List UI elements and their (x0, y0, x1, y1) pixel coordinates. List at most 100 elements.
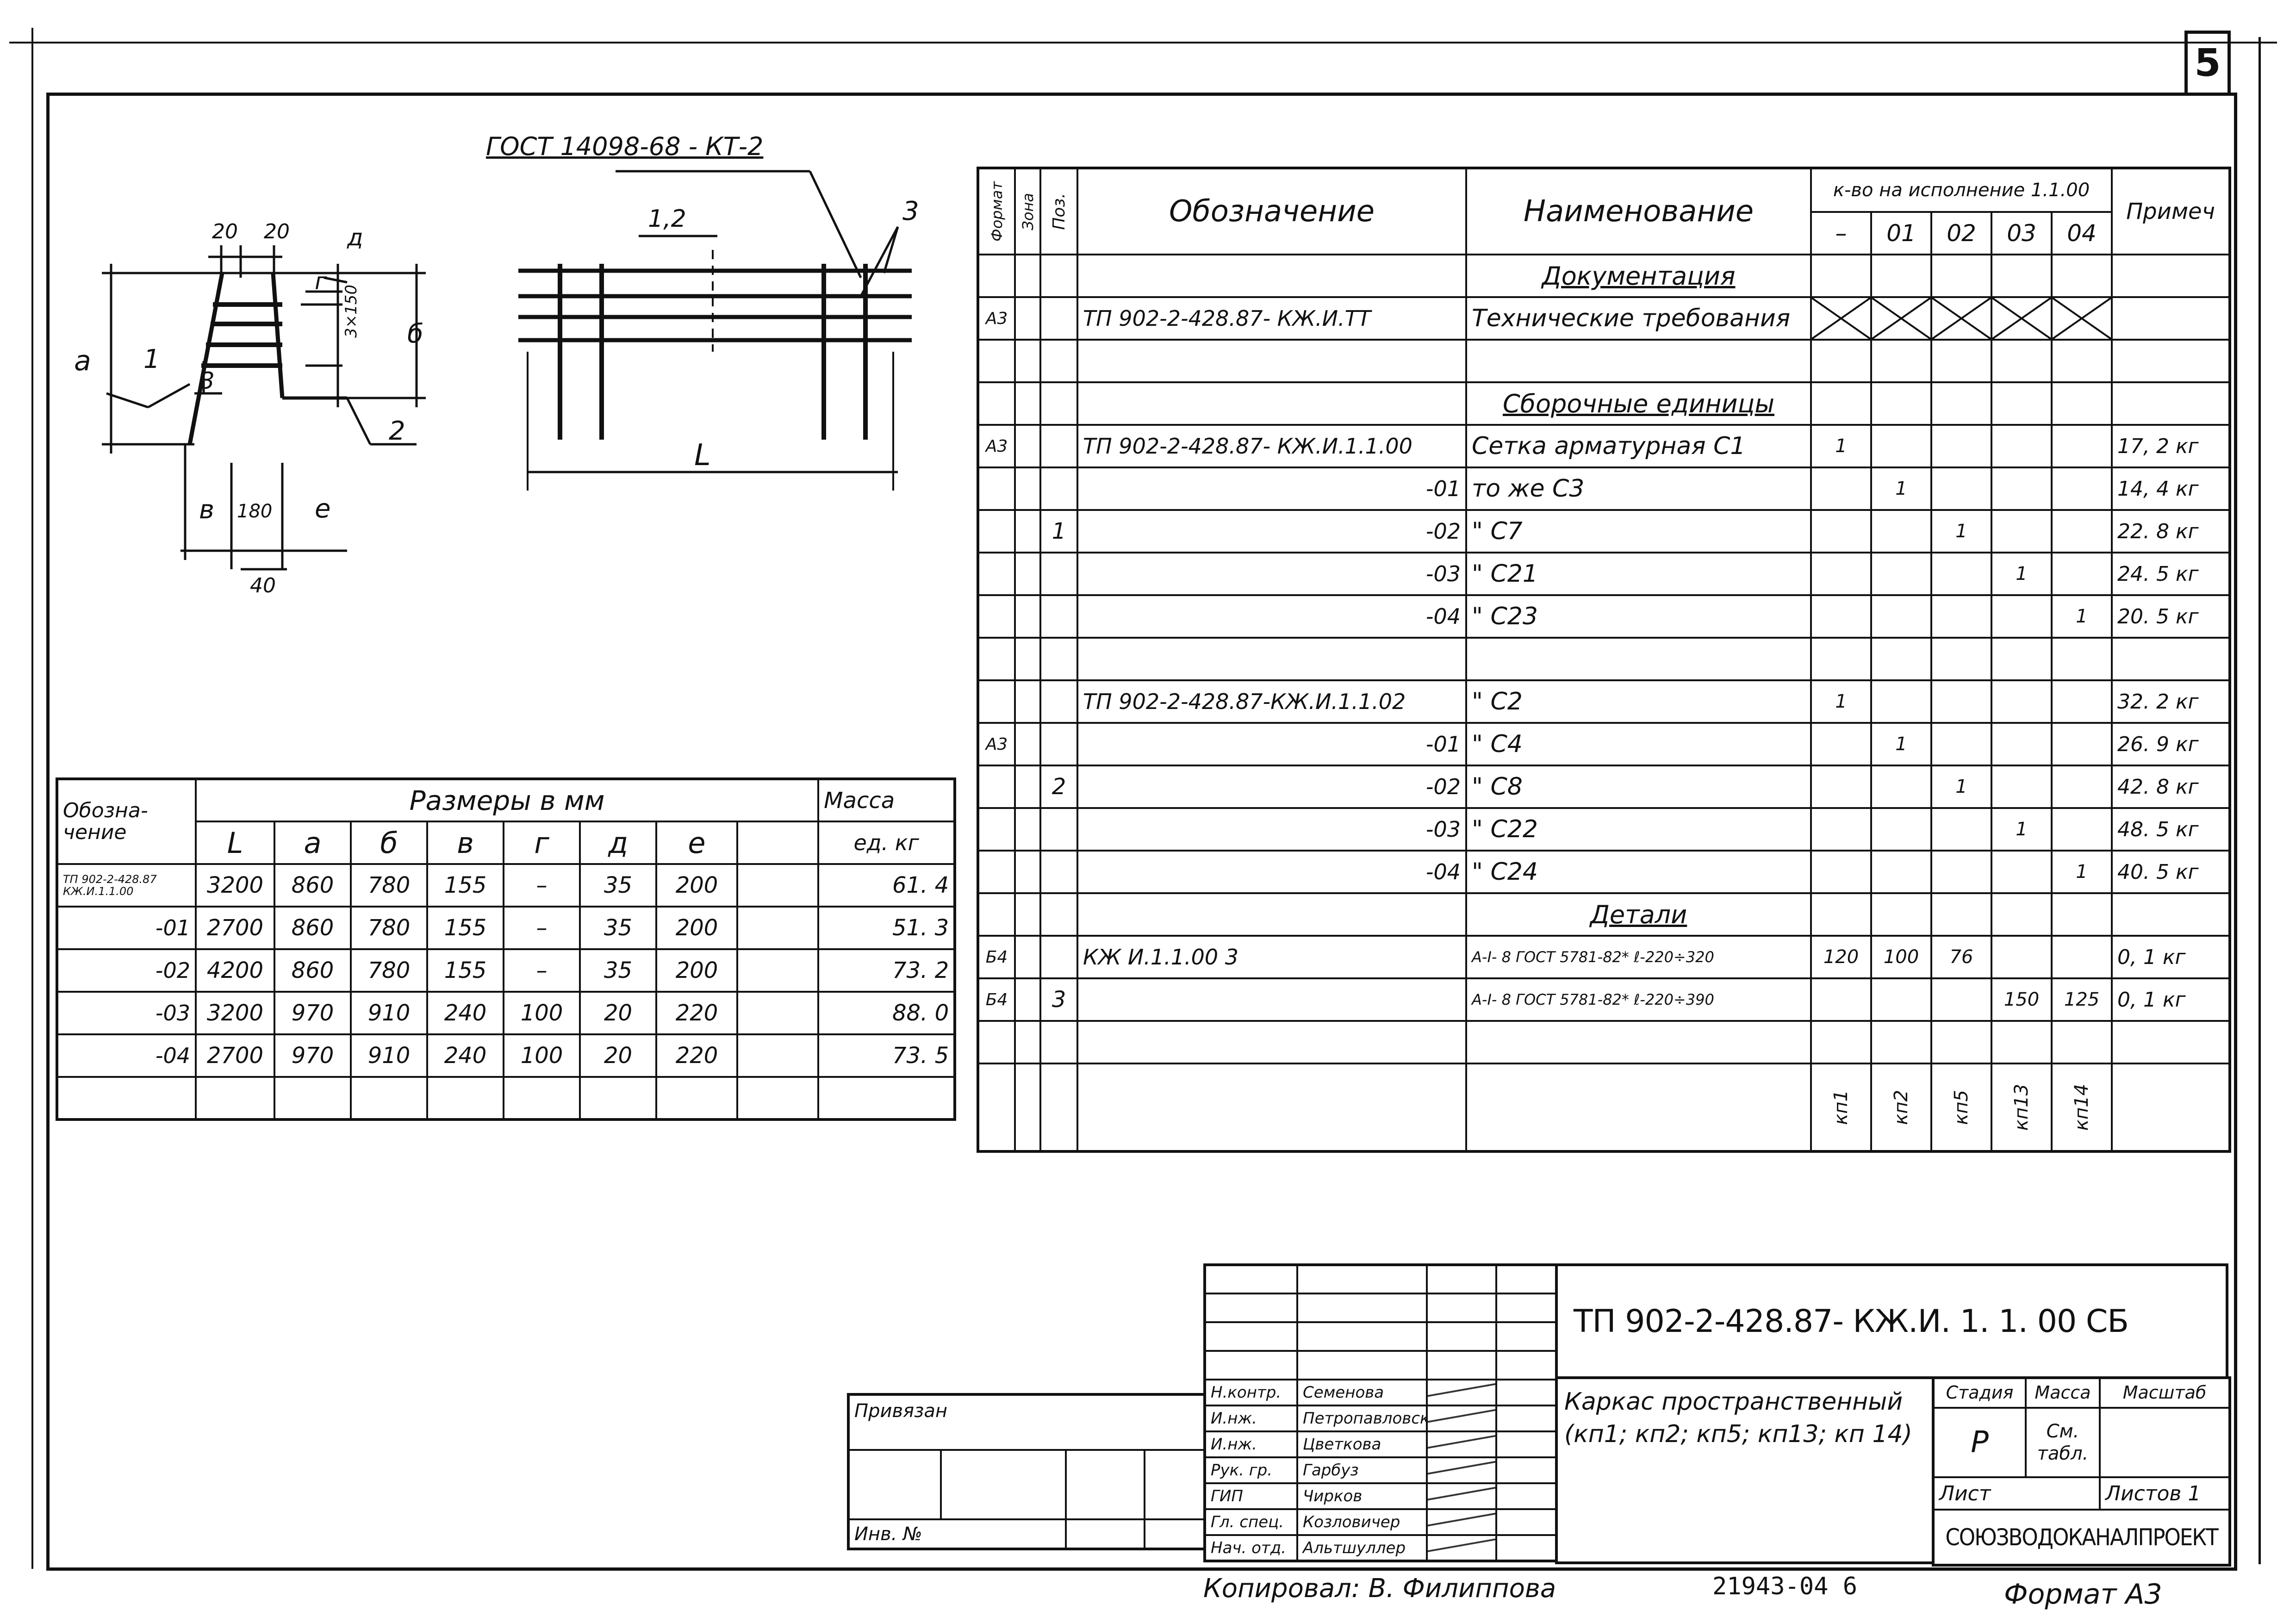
sizes-mass-unit: ед. кг (817, 821, 956, 865)
spec-qty-cell (2050, 892, 2113, 937)
signer-body: Н.контр.СеменоваИ.нж.ПетропавловскаяИ.нж… (1204, 1264, 1557, 1562)
spec-footer-empty (1039, 1063, 1078, 1151)
spec-qty-cell (1810, 722, 1872, 766)
spec-oboz-cell: ТП 902-2-428.87- КЖ.И.ТТ (1076, 296, 1467, 341)
spec-format-cell (977, 339, 1016, 383)
spec-qty-cell (1870, 679, 1932, 724)
spec-pos-cell (1039, 339, 1078, 383)
spec-qty-cell (1930, 381, 1992, 426)
pos-2-label: 2 (389, 416, 405, 446)
sizes-cell-blank (736, 863, 820, 908)
spec-oboz-cell (1076, 977, 1467, 1022)
spec-note-cell: 22. 8 кг (2111, 509, 2231, 553)
dim-e: е (315, 494, 330, 524)
sizes-cell: – (503, 906, 581, 950)
spec-note-cell (2111, 296, 2231, 341)
spec-qty-cell (1991, 850, 2053, 894)
spec-oboz-cell (1076, 339, 1467, 383)
spec-pos-cell (1039, 594, 1078, 639)
spec-qty-cell: 1 (1870, 466, 1932, 511)
signer-empty-cell (1426, 1350, 1497, 1380)
spec-oboz-cell (1076, 892, 1467, 937)
sizes-mass: 61. 4 (817, 863, 956, 908)
spec-name-cell: А-I- 8 ГОСТ 5781-82* ℓ-220÷390 (1465, 977, 1812, 1022)
sizes-cell: 155 (426, 948, 504, 993)
spec-name-cell: " С4 (1465, 722, 1812, 766)
spec-qty-cell (2050, 637, 2113, 681)
spec-qty-cell: 120 (1810, 935, 1872, 979)
signer-row: Рук. гр.Гарбуз (1204, 1456, 1557, 1484)
spec-qty-cell (2050, 509, 2113, 553)
signature (1426, 1508, 1497, 1536)
spec-qty-cell (1991, 679, 2053, 724)
archive-number: 21943-04 6 (1712, 1573, 1858, 1600)
spec-zone-cell (1014, 722, 1041, 766)
sizes-empty (655, 1076, 738, 1120)
signer-empty-cell (1204, 1350, 1298, 1380)
spec-name-cell (1465, 339, 1812, 383)
sizes-cell: 4200 (195, 948, 275, 993)
spec-qty-cell (1930, 594, 1992, 639)
spec-name-cell: Документация (1465, 254, 1812, 298)
signer-empty-cell (1426, 1293, 1497, 1323)
spec-qty-cell: 150 (1991, 977, 2053, 1022)
spec-pos-cell (1039, 1020, 1078, 1064)
spec-qty-cell (2050, 935, 2113, 979)
sizes-body: ТП 902-2-428.87 КЖ.И.1.1.00 3200 860 780… (56, 863, 956, 1120)
signer-empty-cell (1296, 1350, 1428, 1380)
signer-row: Гл. спец.Козловичер (1204, 1508, 1557, 1536)
sizes-cell: – (503, 948, 581, 993)
table-row (977, 637, 2231, 681)
spec-qty-cell (1991, 296, 2053, 341)
signer-date (1495, 1430, 1557, 1458)
left-edge-line (31, 28, 33, 1569)
signer-empty-cell (1495, 1350, 1557, 1380)
sizes-h-e: е (655, 821, 738, 865)
sizes-cell: 35 (579, 906, 657, 950)
privyazan-block: Привязан Инв. № (847, 1393, 1206, 1550)
spec-format-cell (977, 850, 1016, 894)
inv-cell (1065, 1518, 1145, 1550)
spec-format-cell: Б4 (977, 935, 1016, 979)
spec-pos-cell (1039, 679, 1078, 724)
sizes-empty (736, 1076, 820, 1120)
sizes-cell: 200 (655, 906, 738, 950)
signer-row (1204, 1321, 1557, 1352)
spec-oboz-cell: -03 (1076, 552, 1467, 596)
spec-note-cell (2111, 1020, 2231, 1064)
spec-qty-cell (1991, 466, 2053, 511)
dim-v: в (199, 495, 214, 525)
spec-qty-cell (1810, 552, 1872, 596)
spec-qty-cell (2050, 424, 2113, 468)
spec-qty-cell (1810, 254, 1872, 298)
signer-empty-cell (1204, 1264, 1298, 1294)
spec-zone-cell (1014, 254, 1041, 298)
signer-date (1495, 1379, 1557, 1406)
sizes-mass: 88. 0 (817, 991, 956, 1035)
spec-format-cell (977, 381, 1016, 426)
sizes-oboz: -02 (56, 948, 197, 993)
spec-note-cell: 42. 8 кг (2111, 765, 2231, 809)
spec-qty-col: 02 (1930, 211, 1992, 255)
spec-qty-cell (1870, 296, 1932, 341)
sizes-col-mass: Масса (817, 778, 956, 822)
sizes-cell-blank (736, 948, 820, 993)
spec-qty-cell: 125 (2050, 977, 2113, 1022)
sizes-cell: 200 (655, 948, 738, 993)
spec-footer-label: кп1 (1810, 1063, 1872, 1152)
spec-qty-cell (1930, 850, 1992, 894)
spec-zone-cell (1014, 807, 1041, 852)
dim-a: а (74, 345, 91, 377)
mass-label: Масса (2025, 1376, 2101, 1409)
signer-date (1495, 1456, 1557, 1484)
spec-name-cell: А-I- 8 ГОСТ 5781-82* ℓ-220÷320 (1465, 935, 1812, 979)
sizes-empty (503, 1076, 581, 1120)
spec-zone-cell (1014, 424, 1041, 468)
spec-format-cell (977, 807, 1016, 852)
